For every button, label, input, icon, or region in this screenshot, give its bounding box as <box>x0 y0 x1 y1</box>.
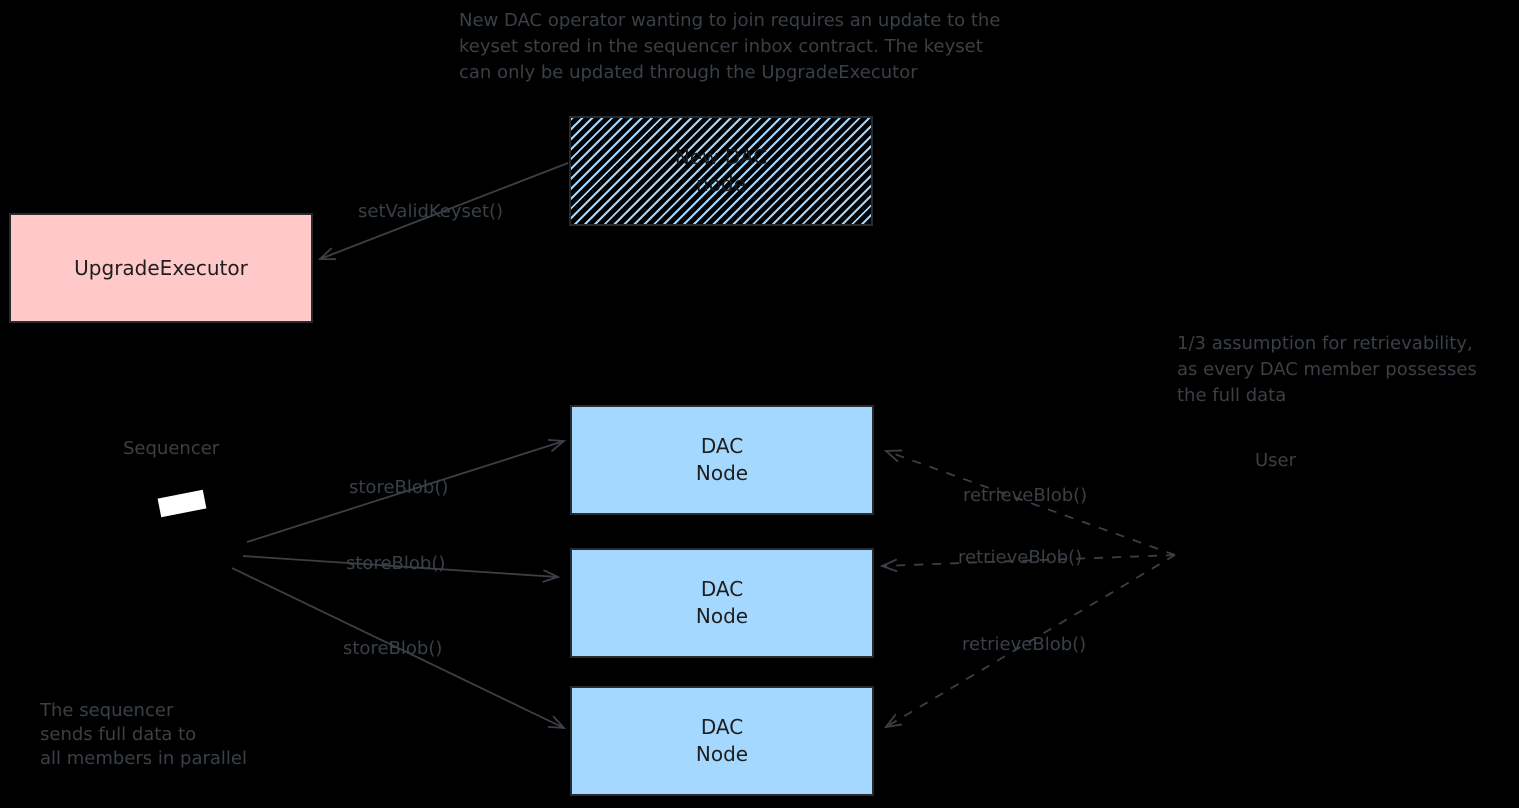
note-line: The sequencer <box>40 700 174 721</box>
upgrade-executor-label: UpgradeExecutor <box>74 255 248 280</box>
arrow-store-blob-2 <box>242 555 561 583</box>
edge-label-store-blob-2: storeBlob() <box>346 553 446 574</box>
note-retrievability: 1/3 assumption for retrievability, as ev… <box>1177 331 1477 409</box>
sequencer-label: Sequencer <box>123 438 220 459</box>
note-line: 1/3 assumption for retrievability, <box>1177 333 1473 354</box>
dac-node-2-label-line2: Node <box>695 604 749 628</box>
dac-node-1-label-line1: DAC <box>700 434 744 458</box>
dac-node-1-label-line2: Node <box>695 461 749 485</box>
edge-label-store-blob-3: storeBlob() <box>343 638 443 659</box>
note-line: New DAC operator wanting to join require… <box>459 10 1001 31</box>
note-line: keyset stored in the sequencer inbox con… <box>459 36 983 57</box>
note-line: as every DAC member possesses <box>1177 359 1477 380</box>
dac-node-box-2: DAC Node <box>570 548 874 658</box>
new-dac-node-box: New DAC node <box>569 116 873 226</box>
arrow-retrieve-blob-3 <box>883 554 1176 729</box>
dac-node-box-1: DAC Node <box>570 405 874 515</box>
note-line: can only be updated through the UpgradeE… <box>459 62 918 83</box>
edge-label-retrieve-blob-3: retrieveBlob() <box>962 634 1087 655</box>
arrow-retrieve-blob-2 <box>879 554 1176 573</box>
new-dac-node-label-line1: New DAC <box>674 145 768 169</box>
upgrade-executor-box: UpgradeExecutor <box>9 213 313 323</box>
new-dac-node-label-line2: node <box>696 172 746 196</box>
note-line: sends full data to <box>40 724 197 745</box>
dac-node-3-label-line1: DAC <box>700 715 744 739</box>
dac-node-box-3: DAC Node <box>570 686 874 796</box>
edge-label-retrieve-blob-1: retrieveBlob() <box>963 485 1088 506</box>
arrow-store-blob-1 <box>246 438 567 543</box>
edge-label-retrieve-blob-2: retrieveBlob() <box>958 547 1083 568</box>
edge-label-store-blob-1: storeBlob() <box>349 477 449 498</box>
dac-node-2-label-line1: DAC <box>700 577 744 601</box>
dac-node-3-label-line2: Node <box>695 742 749 766</box>
note-line: all members in parallel <box>40 748 247 769</box>
note-line: the full data <box>1177 385 1287 406</box>
note-sequencer-parallel: The sequencer sends full data to all mem… <box>40 699 247 771</box>
arrow-store-blob-3 <box>231 567 567 730</box>
user-label: User <box>1255 450 1297 471</box>
arrow-retrieve-blob-1 <box>883 449 1176 556</box>
edge-label-set-valid-keyset: setValidKeyset() <box>358 201 504 222</box>
arrow-set-valid-keyset <box>317 162 569 261</box>
note-keyset-update: New DAC operator wanting to join require… <box>459 8 1000 86</box>
